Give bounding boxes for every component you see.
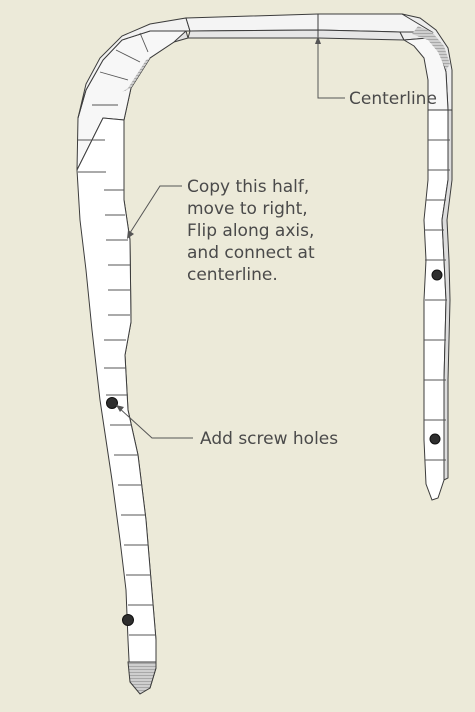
screw-hole-left-upper bbox=[106, 397, 118, 409]
centerline-note: Centerline bbox=[349, 89, 437, 109]
left-bend-shading bbox=[122, 58, 150, 92]
copy-note-arrowhead bbox=[127, 230, 134, 239]
left-half-part bbox=[76, 17, 191, 695]
top-bar bbox=[185, 13, 434, 41]
copy-note-line: move to right, bbox=[187, 199, 308, 219]
copy-note-line: Copy this half, bbox=[187, 177, 310, 197]
copy-note-line: Flip along axis, bbox=[187, 221, 315, 241]
screw-holes bbox=[106, 269, 443, 626]
copy-note-line: centerline. bbox=[187, 265, 278, 285]
leader-lines bbox=[117, 38, 345, 439]
screw-note-arrowhead bbox=[116, 405, 124, 412]
copy-note-leader bbox=[127, 185, 182, 237]
screw-hole-right-lower bbox=[429, 433, 441, 445]
right-leg-segment-lines bbox=[424, 139, 450, 461]
centerline-leader bbox=[317, 38, 345, 99]
left-leg-segment-lines bbox=[78, 32, 155, 636]
copy-note-line: and connect at bbox=[187, 243, 315, 263]
screw-hole-left-lower bbox=[122, 614, 134, 626]
screw-holes-note: Add screw holes bbox=[200, 429, 339, 449]
screw-note-leader bbox=[117, 406, 193, 439]
top-bar-top-face bbox=[185, 13, 434, 33]
centerline-arrowhead bbox=[315, 36, 321, 44]
screw-hole-right-upper bbox=[431, 269, 443, 281]
copy-instructions-note: Copy this half, move to right, Flip alon… bbox=[187, 176, 315, 286]
left-leg-tip bbox=[127, 661, 157, 695]
right-leg-side-face bbox=[441, 109, 453, 481]
right-bend-shading bbox=[412, 26, 450, 70]
right-half-part bbox=[399, 13, 453, 501]
top-bar-front-face bbox=[187, 29, 405, 41]
